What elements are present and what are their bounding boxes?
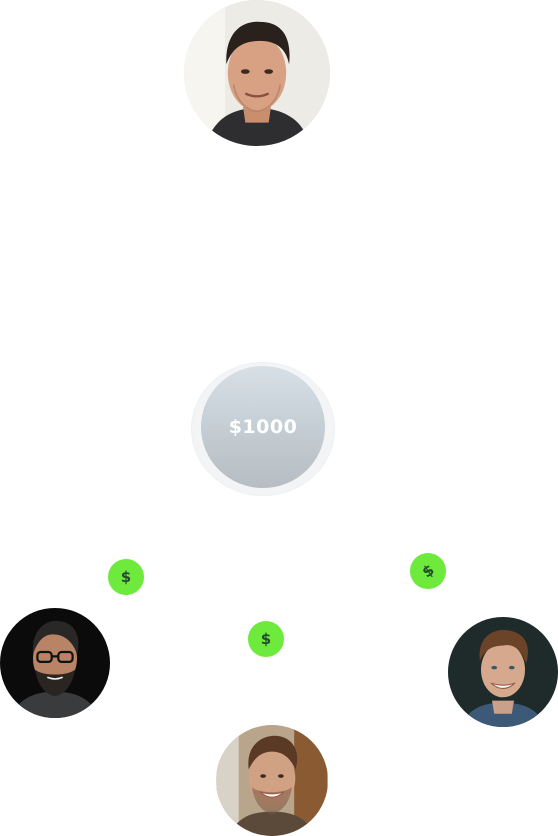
pool-balance-circle: $1000 bbox=[201, 366, 325, 488]
avatar-bottom bbox=[216, 725, 328, 836]
person-portrait-icon bbox=[216, 725, 328, 836]
person-portrait-icon bbox=[0, 608, 110, 718]
person-portrait-icon bbox=[448, 617, 558, 727]
person-portrait-icon bbox=[184, 0, 330, 146]
dollar-coin-icon: $ bbox=[108, 559, 144, 595]
dollar-coin-icon: $ bbox=[248, 621, 284, 657]
coin-symbol: $ bbox=[260, 630, 272, 648]
coin-symbol: $ bbox=[120, 568, 132, 586]
avatar-left bbox=[0, 608, 110, 718]
avatar-top bbox=[184, 0, 330, 146]
dollar-coin-icon: $ bbox=[410, 553, 446, 589]
pool-amount: $1000 bbox=[228, 416, 298, 438]
avatar-right bbox=[448, 617, 558, 727]
coin-symbol: $ bbox=[418, 560, 438, 582]
